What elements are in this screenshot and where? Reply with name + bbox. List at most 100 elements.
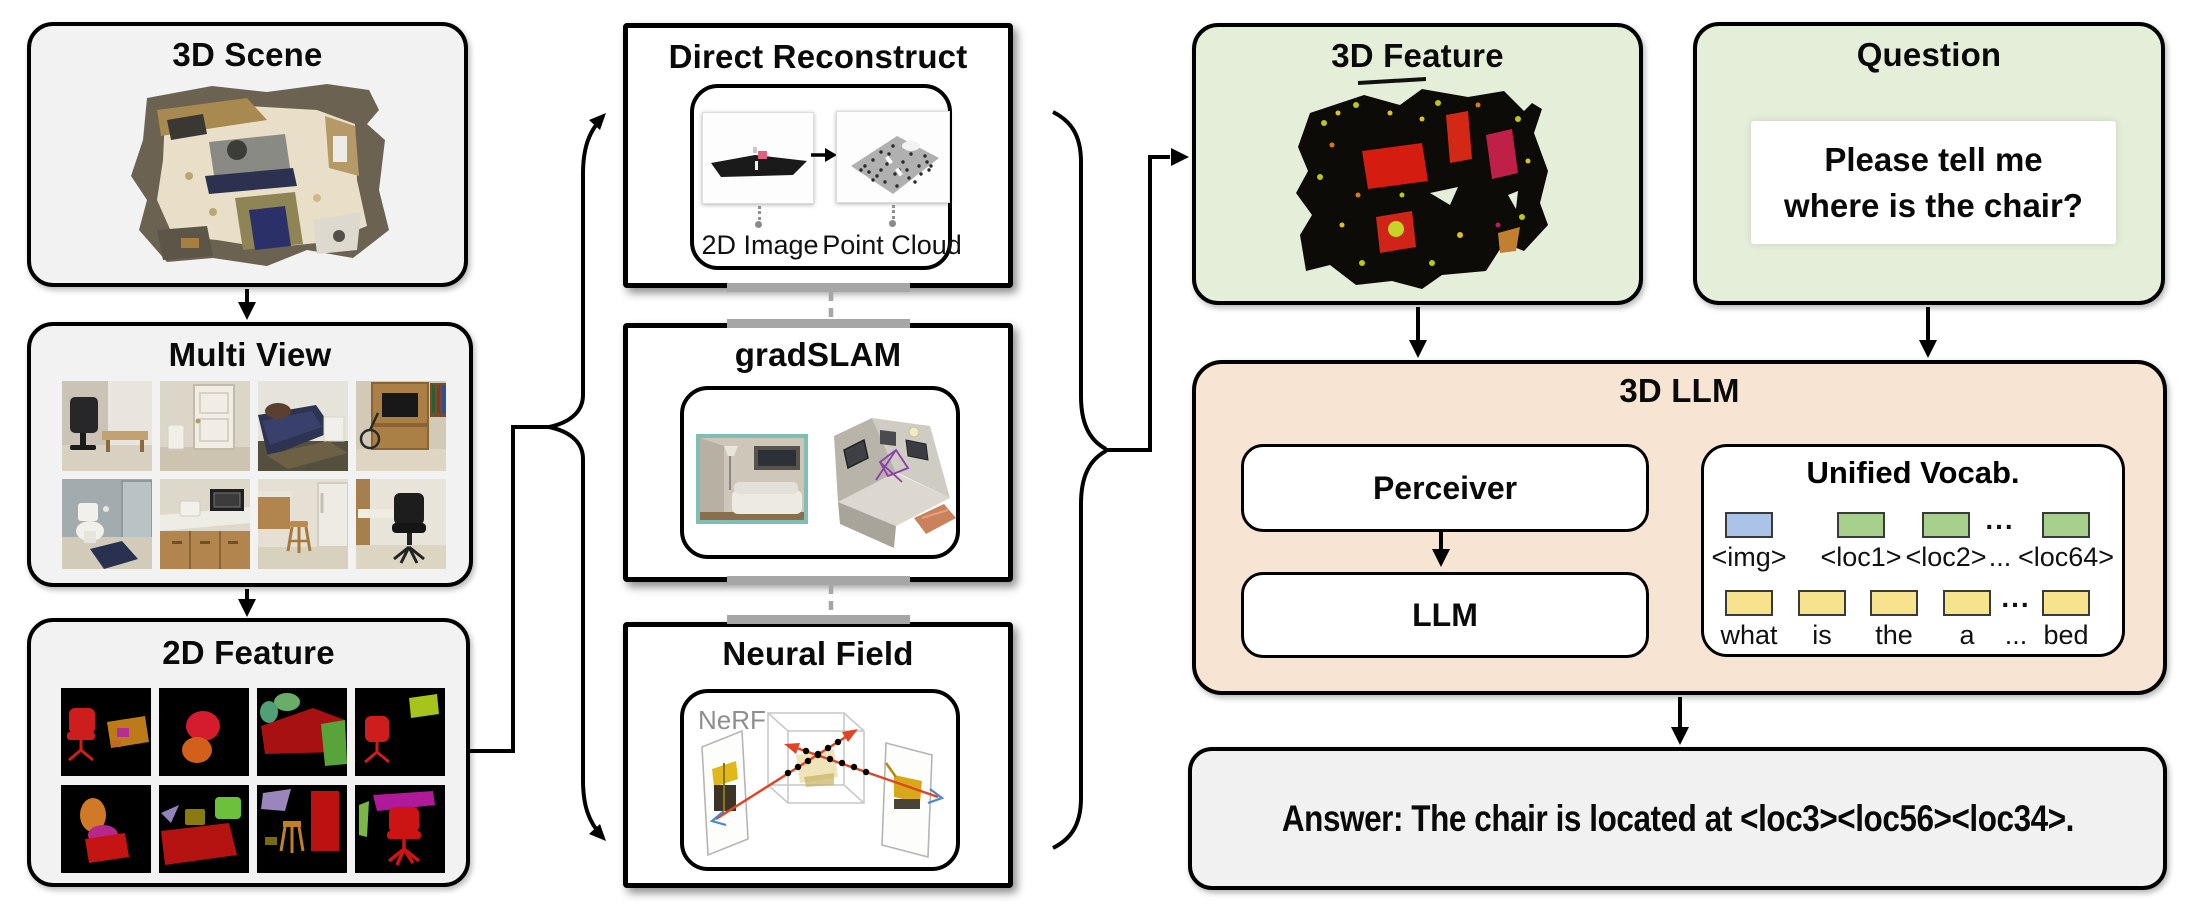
vocab-token-bed: bed: [2042, 590, 2090, 650]
img-token-label: <img>: [1711, 542, 1787, 572]
direct-reconstruct-title: Direct Reconstruct: [668, 38, 968, 75]
vocab-token-img: <img>: [1711, 512, 1787, 572]
neural-field-title: Neural Field: [722, 635, 914, 672]
scene-3d-thumbnail: [117, 80, 395, 280]
row2-ellipsis-boxes: ...: [2001, 582, 2031, 613]
multi-view-photo-2: [160, 381, 250, 471]
dotted-connector-left: [758, 206, 761, 220]
feature-2d-map-7: [257, 785, 347, 873]
feature-3d-panel: 3D Feature: [1192, 23, 1643, 305]
2d-image-thumbnail: [702, 112, 814, 204]
a-token-label: a: [1959, 620, 1975, 650]
row1-ellipsis-boxes: ...: [1985, 504, 2015, 535]
row1-ellipsis-label: ...: [1988, 542, 2012, 572]
is-token-label: is: [1812, 620, 1832, 650]
loc2-token-swatch: [1922, 512, 1970, 538]
gradslam-room-photo: [696, 434, 808, 524]
feature2d-output-line: [470, 425, 549, 753]
loc64-token-label: <loc64>: [2017, 542, 2115, 572]
multi-view-photo-8: [356, 479, 446, 569]
question-line-2: where is the chair?: [1784, 186, 2083, 224]
nerf-diagram: [684, 693, 956, 867]
merge-to-feature3d: [1105, 155, 1170, 452]
scene-title: 3D Scene: [172, 36, 323, 73]
multi-view-photo-3: [258, 381, 348, 471]
split-to-neural: [548, 425, 603, 837]
point-cloud-label: Point Cloud: [822, 230, 962, 260]
scene-panel: 3D Scene: [27, 22, 468, 287]
question-line-1: Please tell me: [1824, 141, 2043, 179]
gradslam-3d-room: [810, 406, 958, 548]
gradslam-box: gradSLAM: [623, 323, 1013, 582]
llm-label: LLM: [1412, 596, 1478, 633]
loc1-token-label: <loc1>: [1820, 542, 1902, 572]
2d-image-label: 2D Image: [701, 230, 819, 260]
dotted-connector-right-dot: [889, 220, 896, 227]
gradslam-inner: [680, 386, 960, 559]
feature-3d-title: 3D Feature: [1331, 37, 1504, 74]
perceiver-label: Perceiver: [1372, 469, 1518, 506]
answer-text: Answer: The chair is located at <loc3><l…: [1281, 797, 2074, 839]
dotted-connector-left-dot: [755, 221, 762, 228]
bed-token-swatch: [2042, 590, 2090, 616]
is-token-swatch: [1798, 590, 1846, 616]
multi-view-photo-6: [160, 479, 250, 569]
the-token-label: the: [1875, 620, 1913, 650]
question-panel: Question Please tell me where is the cha…: [1693, 22, 2165, 305]
point-cloud-thumbnail: [836, 111, 950, 203]
feature-2d-panel: 2D Feature: [27, 618, 470, 887]
direct-reconstruct-inner: 2D Image Point Cloud: [690, 84, 962, 270]
feature-3d-pointcloud: [1272, 75, 1572, 300]
feature-2d-map-1: [61, 688, 151, 776]
direct-reconstruct-box: Direct Reconstruct 2D Image Point Cloud: [623, 23, 1013, 288]
split-to-direct: [548, 117, 603, 429]
vocab-token-the: the: [1870, 590, 1918, 650]
vocab-token-is: is: [1798, 590, 1846, 650]
llm-panel-title: 3D LLM: [1619, 372, 1740, 409]
row2-ellipsis-label: ...: [2004, 620, 2028, 650]
question-title: Question: [1856, 36, 2002, 73]
merge-from-neural: [1052, 449, 1108, 850]
multi-view-panel: Multi View: [27, 322, 473, 587]
llm-box: LLM: [1241, 572, 1649, 658]
feature-2d-map-2: [159, 688, 249, 776]
unified-vocab-title: Unified Vocab.: [1806, 455, 2020, 490]
vocab-token-loc64: <loc64>: [2018, 512, 2114, 572]
multi-view-photo-5: [62, 479, 152, 569]
nerf-label: NeRF: [698, 705, 766, 735]
multi-view-photo-7: [258, 479, 348, 569]
arrow-right-icon: [810, 146, 838, 164]
vocab-token-loc1: <loc1>: [1820, 512, 1902, 572]
neural-field-box: Neural Field: [623, 622, 1013, 888]
img-token-swatch: [1725, 512, 1773, 538]
what-token-swatch: [1725, 590, 1773, 616]
vocab-token-what: what: [1720, 590, 1778, 650]
loc2-token-label: <loc2>: [1905, 542, 1987, 572]
vocab-token-a: a: [1943, 590, 1991, 650]
a-token-swatch: [1943, 590, 1991, 616]
gradslam-title: gradSLAM: [734, 336, 902, 373]
llm-panel: 3D LLM Perceiver LLM Unified Vocab. <img…: [1192, 360, 2167, 695]
multi-view-title: Multi View: [168, 336, 332, 373]
vocab-token-loc2: <loc2>: [1905, 512, 1987, 572]
question-text-card: Please tell me where is the chair?: [1751, 121, 2116, 244]
loc1-token-swatch: [1837, 512, 1885, 538]
feature-2d-map-4: [355, 688, 445, 776]
the-token-swatch: [1870, 590, 1918, 616]
bed-token-label: bed: [2043, 620, 2089, 650]
multi-view-photo-1: [62, 381, 152, 471]
dotted-connector-right: [892, 205, 895, 219]
feature-2d-map-6: [159, 785, 249, 873]
feature-2d-map-8: [355, 785, 445, 873]
merge-from-direct: [1052, 110, 1108, 451]
perceiver-box: Perceiver: [1241, 444, 1649, 532]
what-token-label: what: [1720, 620, 1778, 650]
answer-panel: Answer: The chair is located at <loc3><l…: [1188, 747, 2167, 890]
unified-vocab-box: Unified Vocab. <img> <loc1> <loc2> ... .…: [1701, 444, 2125, 657]
multi-view-photo-4: [356, 381, 446, 471]
feature-2d-map-3: [257, 688, 347, 776]
neural-field-inner: NeRF: [680, 689, 960, 871]
feature-2d-map-5: [61, 785, 151, 873]
loc64-token-swatch: [2042, 512, 2090, 538]
